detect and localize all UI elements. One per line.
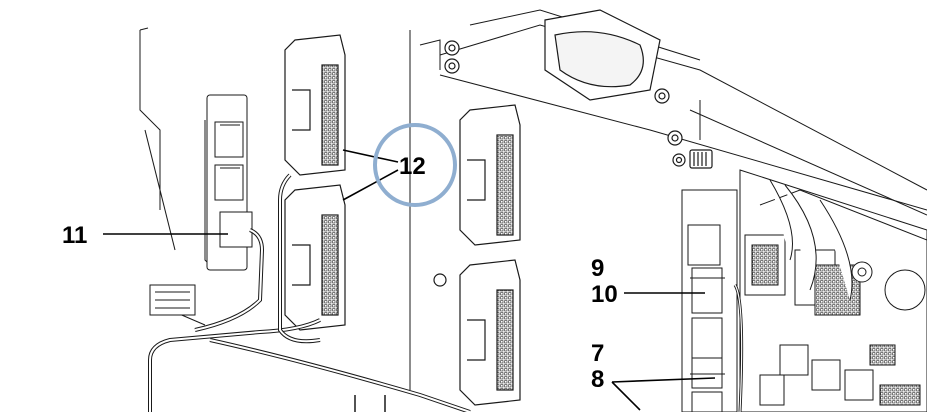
left-connector-block (149, 94, 253, 316)
highlight-circle (373, 123, 457, 207)
leader-12-lower (342, 169, 399, 201)
connector-column-a (284, 34, 346, 331)
callout-8: 8 (591, 366, 604, 393)
leader-8-lower (611, 381, 641, 411)
callout-12: 12 (399, 153, 426, 180)
leader-lines (103, 149, 716, 411)
top-device (444, 9, 713, 169)
callout-9: 9 (591, 255, 604, 282)
callout-11: 11 (62, 222, 87, 249)
callout-7: 7 (591, 340, 604, 367)
circuit-board (739, 169, 927, 412)
callout-10: 10 (591, 281, 618, 308)
leader-12-upper (342, 149, 399, 163)
leader-8-upper (611, 377, 716, 383)
connector-column-b (433, 104, 521, 406)
right-connector-strip (681, 189, 744, 412)
wire-harness (148, 173, 471, 412)
